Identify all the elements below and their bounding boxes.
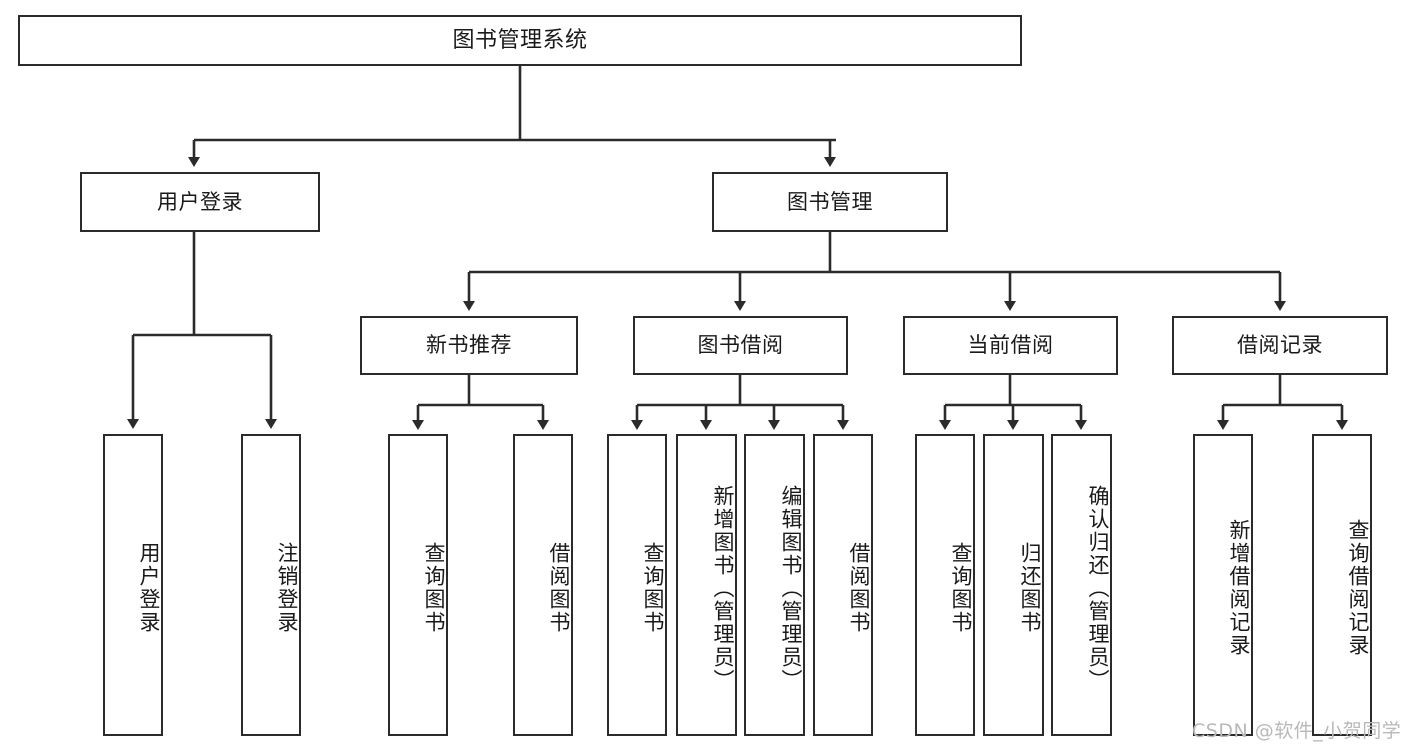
node-root-label: 图书管理系统 bbox=[452, 27, 588, 53]
node-leaf-edit-book-admin-label: 编辑图书（管理员） bbox=[779, 484, 803, 692]
node-book-borrow[interactable]: 图书借阅 bbox=[633, 316, 848, 375]
node-leaf-user-login[interactable]: 用户登录 bbox=[103, 434, 163, 736]
node-book-management-label: 图书管理 bbox=[787, 189, 873, 214]
node-current-borrow[interactable]: 当前借阅 bbox=[903, 316, 1118, 375]
node-book-management[interactable]: 图书管理 bbox=[712, 172, 948, 232]
node-leaf-borrow-book-recommend-label: 借阅图书 bbox=[547, 542, 571, 634]
node-leaf-add-book-admin-label: 新增图书（管理员） bbox=[711, 484, 735, 692]
node-leaf-add-borrow-record[interactable]: 新增借阅记录 bbox=[1193, 434, 1253, 736]
node-user-login[interactable]: 用户登录 bbox=[80, 172, 320, 232]
node-leaf-borrow-book-recommend[interactable]: 借阅图书 bbox=[513, 434, 573, 736]
node-leaf-return-book-label: 归还图书 bbox=[1018, 542, 1042, 634]
node-leaf-logout-label: 注销登录 bbox=[275, 542, 299, 634]
node-leaf-logout[interactable]: 注销登录 bbox=[241, 434, 301, 736]
node-leaf-query-book-recommend-label: 查询图书 bbox=[422, 542, 446, 634]
node-leaf-query-borrow-record-label: 查询借阅记录 bbox=[1346, 519, 1370, 657]
node-borrow-record-label: 借阅记录 bbox=[1237, 333, 1323, 358]
node-new-book-recommend[interactable]: 新书推荐 bbox=[360, 316, 578, 375]
node-leaf-query-borrow-record[interactable]: 查询借阅记录 bbox=[1312, 434, 1372, 736]
node-leaf-return-book[interactable]: 归还图书 bbox=[983, 434, 1044, 736]
watermark: CSDN @软件_小贺同学 bbox=[1192, 720, 1402, 742]
node-leaf-query-book-current[interactable]: 查询图书 bbox=[915, 434, 975, 736]
node-leaf-confirm-return-admin-label: 确认归还（管理员） bbox=[1086, 484, 1110, 692]
node-leaf-query-book-borrow-label: 查询图书 bbox=[641, 542, 665, 634]
node-root[interactable]: 图书管理系统 bbox=[18, 15, 1022, 66]
node-leaf-query-book-borrow[interactable]: 查询图书 bbox=[607, 434, 667, 736]
node-user-login-label: 用户登录 bbox=[157, 189, 243, 214]
node-leaf-borrow-book-label: 借阅图书 bbox=[847, 542, 871, 634]
node-current-borrow-label: 当前借阅 bbox=[967, 333, 1054, 358]
node-leaf-query-book-recommend[interactable]: 查询图书 bbox=[388, 434, 448, 736]
node-borrow-record[interactable]: 借阅记录 bbox=[1172, 316, 1388, 375]
node-leaf-add-book-admin[interactable]: 新增图书（管理员） bbox=[676, 434, 737, 736]
node-leaf-add-borrow-record-label: 新增借阅记录 bbox=[1227, 519, 1251, 657]
node-leaf-user-login-label: 用户登录 bbox=[137, 542, 161, 634]
node-leaf-edit-book-admin[interactable]: 编辑图书（管理员） bbox=[744, 434, 805, 736]
node-new-book-recommend-label: 新书推荐 bbox=[426, 333, 512, 358]
node-book-borrow-label: 图书借阅 bbox=[697, 333, 784, 358]
node-leaf-borrow-book[interactable]: 借阅图书 bbox=[813, 434, 873, 736]
node-leaf-confirm-return-admin[interactable]: 确认归还（管理员） bbox=[1051, 434, 1112, 736]
node-leaf-query-book-current-label: 查询图书 bbox=[949, 542, 973, 634]
